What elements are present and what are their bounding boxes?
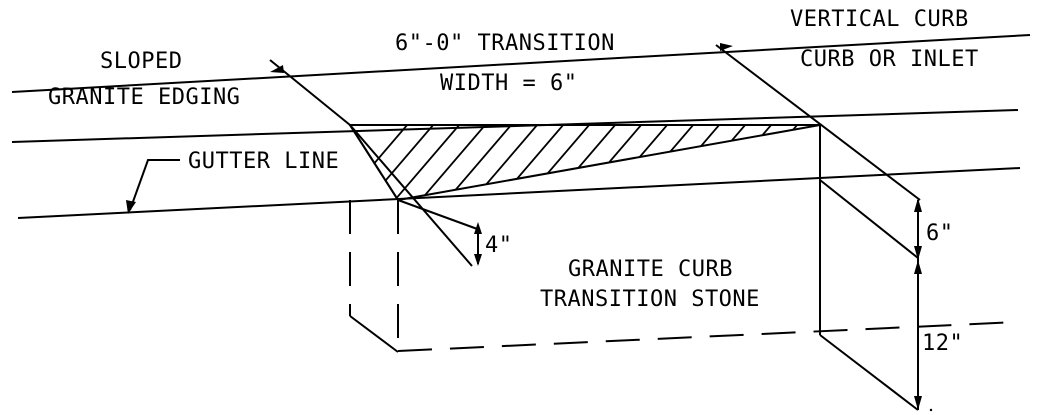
gutter-leader <box>129 159 180 211</box>
left-slope-extension <box>349 124 473 267</box>
label-dim-12: 12" <box>922 331 963 356</box>
label-sloped: SLOPED <box>100 49 182 74</box>
sloped-face-line <box>349 124 399 201</box>
dim-6-arrow-bottom <box>914 246 922 260</box>
gutter-leader-arrow <box>126 200 136 214</box>
label-stone-line1: GRANITE CURB <box>568 257 733 282</box>
transition-arrow-left <box>270 65 284 73</box>
label-dim-4: 4" <box>485 233 513 258</box>
transition-arrow-right <box>720 43 733 51</box>
label-gutter-line: GUTTER LINE <box>188 149 339 174</box>
dim-4-arrow-top <box>474 222 482 234</box>
right-bottom-diagonal <box>819 334 919 411</box>
dim-12-arrow-top <box>914 260 922 274</box>
label-stone-line2: TRANSITION STONE <box>540 287 760 312</box>
hatch-line <box>876 110 966 215</box>
label-vertical-curb: VERTICAL CURB <box>790 7 969 32</box>
label-width: WIDTH = 6" <box>440 71 577 96</box>
top-reference-line <box>11 34 1031 93</box>
dim-6-arrow-top <box>914 198 922 212</box>
gutter-line <box>17 167 1021 219</box>
left-bottom-diagonal <box>349 315 399 353</box>
label-transition: 6"-0" TRANSITION <box>395 31 615 56</box>
dim-4-arrow-bottom <box>474 254 482 266</box>
label-granite-edging: GRANITE EDGING <box>48 85 240 110</box>
dim-12-arrow-bottom <box>914 396 922 410</box>
hatch-line <box>850 110 940 215</box>
label-curb-or-inlet: CURB OR INLET <box>800 47 979 72</box>
right-lower-diagonal <box>819 179 919 259</box>
gutter-slope-line <box>397 199 481 231</box>
dim-12-tick-end <box>929 408 933 412</box>
label-dim-6: 6" <box>926 221 954 246</box>
right-diagonal-extension <box>715 44 921 201</box>
